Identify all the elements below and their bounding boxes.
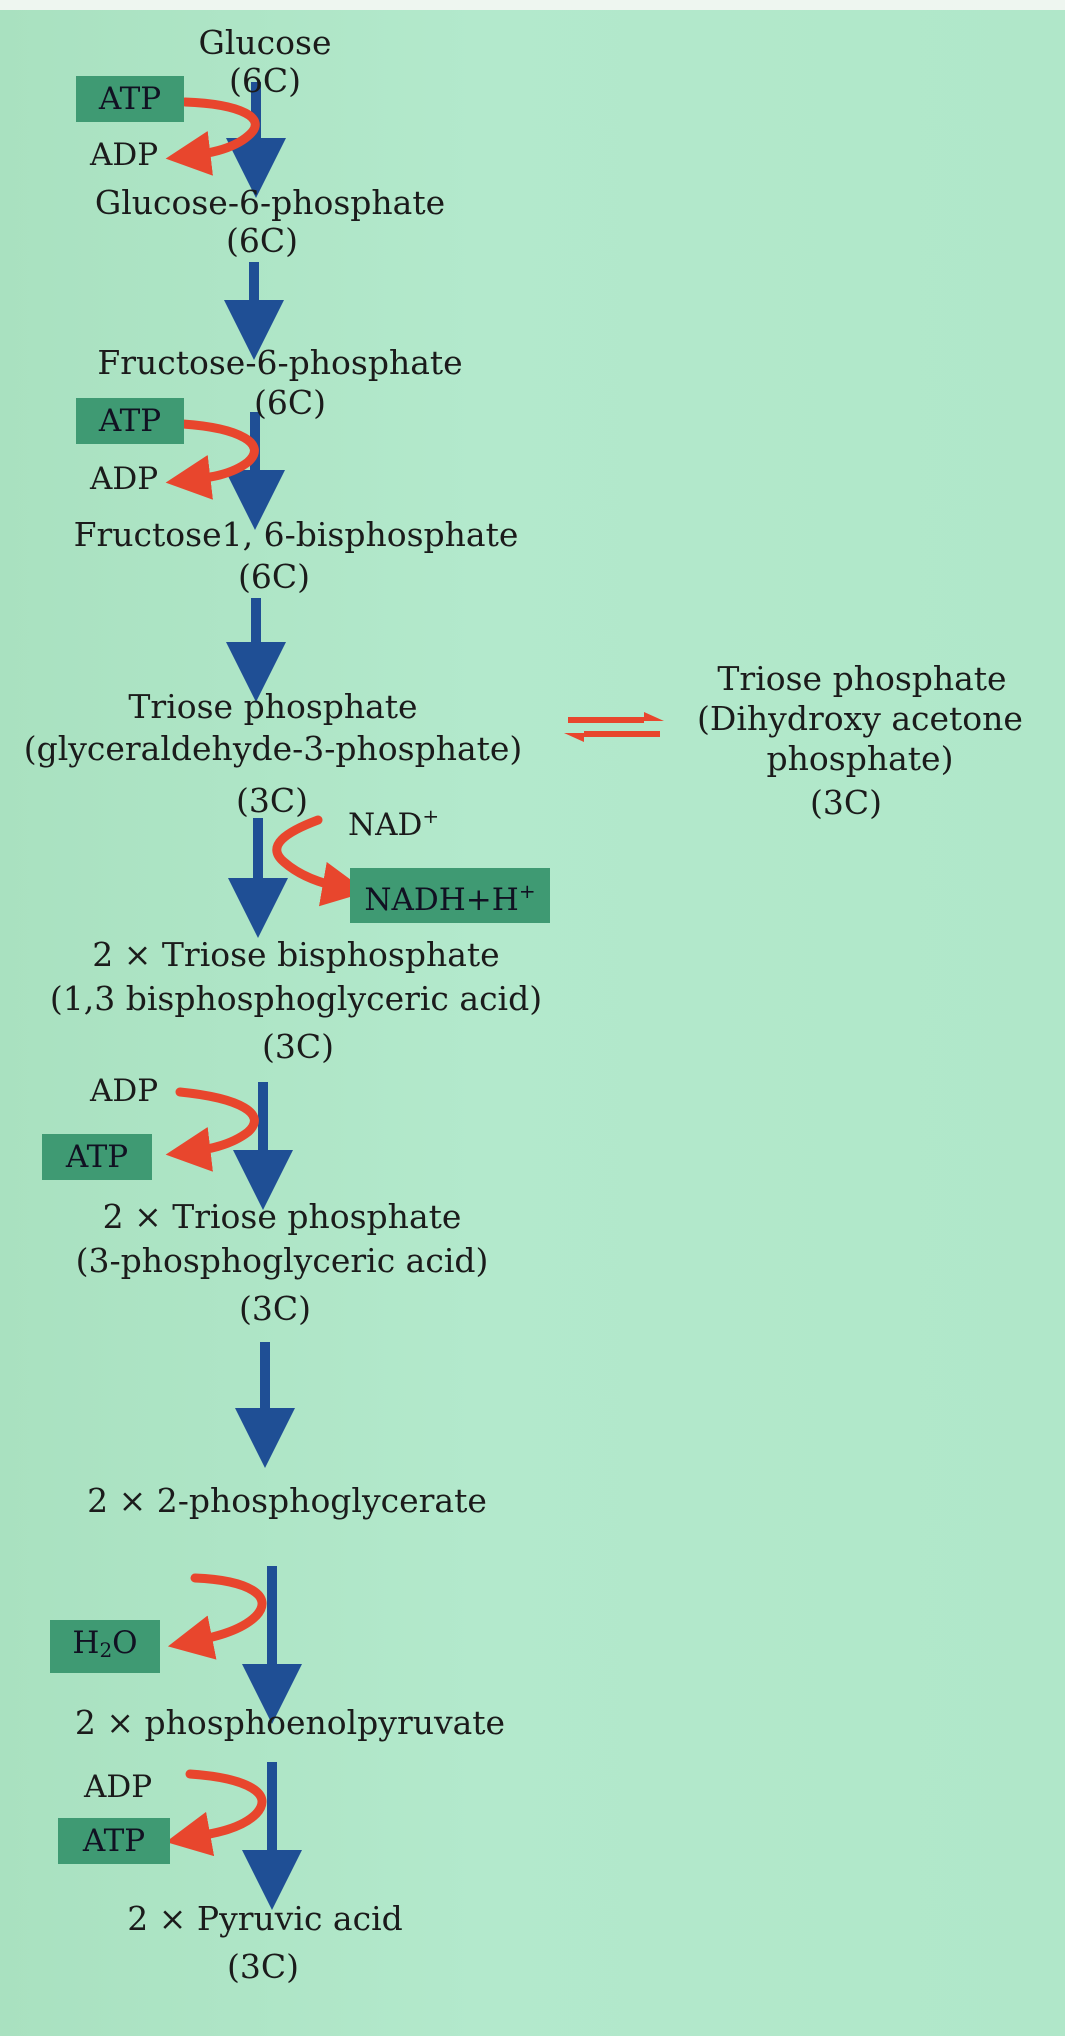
carbon-count-f6p: (6C) xyxy=(254,383,326,422)
carbon-count-f16bp: (6C) xyxy=(238,557,310,596)
cofactor-atp-3: ATP xyxy=(42,1134,152,1180)
cofactor-adp-4: ADP xyxy=(84,1769,153,1805)
compound-2-phosphoglycerate: 2 × 2-phosphoglycerate xyxy=(87,1481,487,1520)
compound-glucose: Glucose xyxy=(198,23,332,62)
cofactor-atp-4: ATP xyxy=(58,1818,170,1864)
carbon-count-bpg: (3C) xyxy=(262,1027,334,1066)
cofactor-arrow-atp-adp-1 xyxy=(165,97,260,176)
compound-phosphoenolpyruvate: 2 × phosphoenolpyruvate xyxy=(74,1703,506,1742)
compound-1-3-bisphosphoglyceric-acid: (1,3 bisphosphoglyceric acid) xyxy=(49,979,543,1018)
compound-dhap-phosphate: phosphate) xyxy=(766,739,954,778)
compound-dihydroxy-acetone: (Dihydroxy acetone xyxy=(697,699,1023,738)
cofactor-atp-2: ATP xyxy=(76,398,184,444)
compound-triose-bisphosphate: 2 × Triose bisphosphate xyxy=(92,935,500,974)
cofactor-arrow-nad-nadh xyxy=(272,815,368,907)
cofactor-nadh: NADH+H+ xyxy=(350,868,550,923)
compound-glucose-6-phosphate: Glucose-6-phosphate xyxy=(94,183,446,222)
carbon-count-g3p: (3C) xyxy=(236,781,308,820)
compound-triose-phosphate-3pga: 2 × Triose phosphate xyxy=(102,1197,462,1236)
carbon-count-3pga: (3C) xyxy=(239,1289,311,1328)
cofactor-arrow-adp-atp-3 xyxy=(165,1087,259,1172)
compound-3-phosphoglyceric-acid: (3-phosphoglyceric acid) xyxy=(75,1241,489,1280)
compound-fructose-1-6-bisphosphate: Fructose1, 6-bisphosphate xyxy=(73,515,519,554)
cofactor-arrow-atp-adp-2 xyxy=(165,419,259,500)
diagram-background xyxy=(0,10,1065,2036)
cofactor-adp-3: ADP xyxy=(90,1073,159,1109)
carbon-count-pyruvate: (3C) xyxy=(227,1947,299,1986)
compound-pyruvic-acid: 2 × Pyruvic acid xyxy=(127,1899,403,1938)
cofactor-nad: NAD+ xyxy=(348,804,440,843)
compound-triose-phosphate-g3p: Triose phosphate xyxy=(128,687,418,726)
cofactor-h2o: H2O xyxy=(50,1620,160,1673)
cofactor-atp-1: ATP xyxy=(76,76,184,122)
cofactor-arrow-adp-atp-4 xyxy=(165,1769,267,1857)
compound-triose-phosphate-dhap: Triose phosphate xyxy=(717,659,1007,698)
carbon-count-g6p: (6C) xyxy=(226,221,298,260)
cofactor-arrows xyxy=(165,97,368,1857)
carbon-count-glucose: (6C) xyxy=(229,61,301,100)
cofactor-adp-1: ADP xyxy=(90,137,159,173)
cofactor-adp-2: ADP xyxy=(90,461,159,497)
equilibrium-arrow xyxy=(564,712,664,742)
compound-fructose-6-phosphate: Fructose-6-phosphate xyxy=(97,343,463,382)
cofactor-arrow-h2o xyxy=(167,1573,267,1660)
compound-glyceraldehyde-3-phosphate: (glyceraldehyde-3-phosphate) xyxy=(23,729,523,768)
carbon-count-dhap: (3C) xyxy=(810,783,882,822)
